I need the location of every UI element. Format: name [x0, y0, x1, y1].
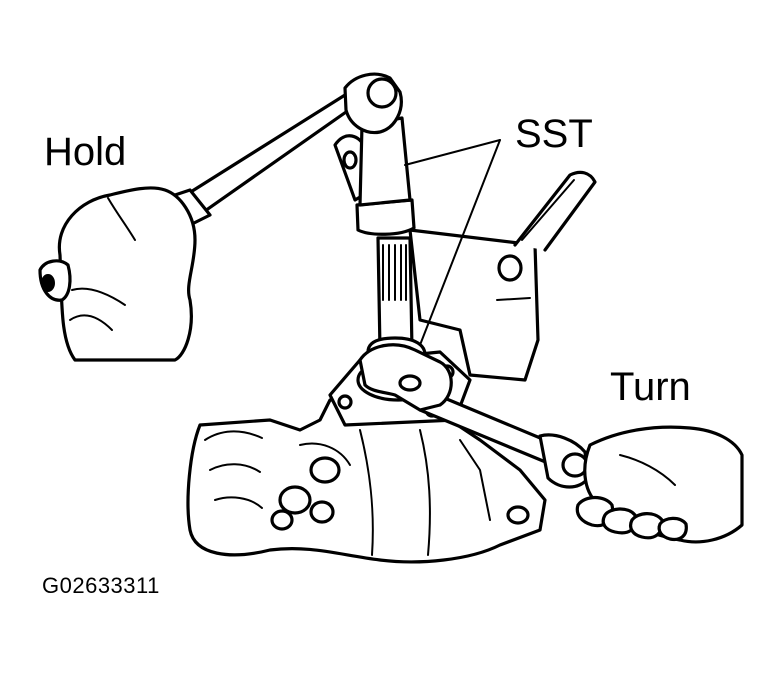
bracket-plate	[408, 170, 597, 382]
sst-label: SST	[515, 112, 593, 156]
transmission-housing	[186, 398, 547, 564]
turn-label: Turn	[610, 365, 691, 409]
hold-label: Hold	[44, 130, 127, 174]
bracket-hole	[342, 150, 358, 170]
hand-icon	[575, 425, 744, 544]
wrench-icon	[358, 343, 590, 489]
figure-code: G02633311	[42, 573, 160, 598]
sst-leader-lines	[404, 139, 501, 346]
hand-icon	[38, 186, 197, 362]
